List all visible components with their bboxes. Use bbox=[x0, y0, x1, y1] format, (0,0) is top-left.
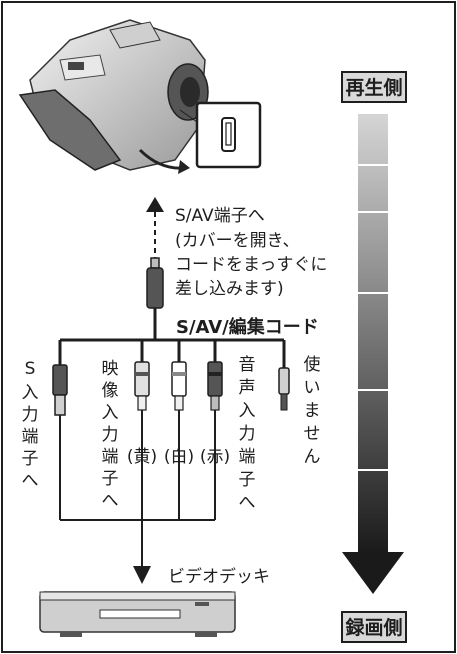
svg-text:力: 力 bbox=[239, 424, 256, 444]
svg-text:入: 入 bbox=[102, 403, 119, 423]
sav-instruction-line2: (カバーを開き、 bbox=[175, 231, 299, 251]
video-input-label: 映 像 入 力 端 子 へ bbox=[102, 359, 119, 511]
vcr-label: ビデオデッキ bbox=[168, 566, 270, 587]
svg-text:像: 像 bbox=[102, 381, 119, 401]
red-rca-plug bbox=[207, 361, 223, 411]
yellow-rca-plug bbox=[134, 361, 150, 411]
s-video-plug bbox=[52, 364, 68, 416]
sav-instruction-line1: S/AV端子へ bbox=[175, 206, 265, 226]
svg-text:端: 端 bbox=[239, 447, 256, 467]
svg-text:子: 子 bbox=[102, 469, 119, 489]
s-input-label: S 入 力 端 子 へ bbox=[22, 359, 39, 491]
mini-plug-unused bbox=[278, 367, 290, 411]
svg-text:子: 子 bbox=[22, 449, 39, 469]
svg-text:ん: ん bbox=[304, 447, 321, 467]
unused-label: 使 い ま せ ん bbox=[304, 354, 321, 467]
svg-text:力: 力 bbox=[22, 405, 39, 425]
svg-text:い: い bbox=[304, 378, 321, 398]
svg-text:入: 入 bbox=[22, 383, 39, 403]
cable-branch bbox=[58, 338, 286, 368]
cable-name-label: S/AV/編集コード bbox=[176, 316, 319, 338]
svg-text:端: 端 bbox=[102, 447, 119, 467]
record-side-tag: 録画側 bbox=[341, 611, 407, 643]
svg-text:使: 使 bbox=[304, 354, 321, 375]
playback-side-tag: 再生側 bbox=[341, 71, 407, 103]
svg-text:力: 力 bbox=[102, 425, 119, 445]
svg-text:へ: へ bbox=[102, 491, 119, 511]
svg-text:音: 音 bbox=[239, 355, 256, 375]
sav-cable-lower bbox=[59, 410, 216, 584]
svg-text:子: 子 bbox=[239, 470, 256, 490]
camcorder-illustration bbox=[18, 19, 209, 174]
playback-side-label: 再生側 bbox=[345, 76, 402, 99]
svg-text:S: S bbox=[25, 359, 36, 379]
audio-input-label: 音 声 入 力 端 子 へ bbox=[239, 355, 256, 513]
sav-instruction-line4: 差し込みます) bbox=[175, 279, 284, 299]
svg-text:せ: せ bbox=[304, 424, 321, 444]
svg-text:へ: へ bbox=[22, 471, 39, 491]
sav-cable-upper bbox=[146, 197, 164, 340]
svg-text:映: 映 bbox=[102, 359, 119, 379]
sav-instruction-line3: コードをまっすぐに bbox=[175, 255, 327, 275]
svg-text:入: 入 bbox=[239, 401, 256, 421]
svg-text:端: 端 bbox=[22, 427, 39, 447]
svg-text:声: 声 bbox=[239, 378, 256, 398]
sav-connector-inset bbox=[179, 101, 262, 169]
svg-text:ま: ま bbox=[304, 401, 321, 421]
vcr-illustration bbox=[39, 591, 236, 637]
record-side-label: 録画側 bbox=[345, 616, 402, 639]
direction-indicator bbox=[342, 114, 404, 594]
svg-text:へ: へ bbox=[239, 493, 256, 513]
white-rca-plug bbox=[171, 361, 187, 411]
